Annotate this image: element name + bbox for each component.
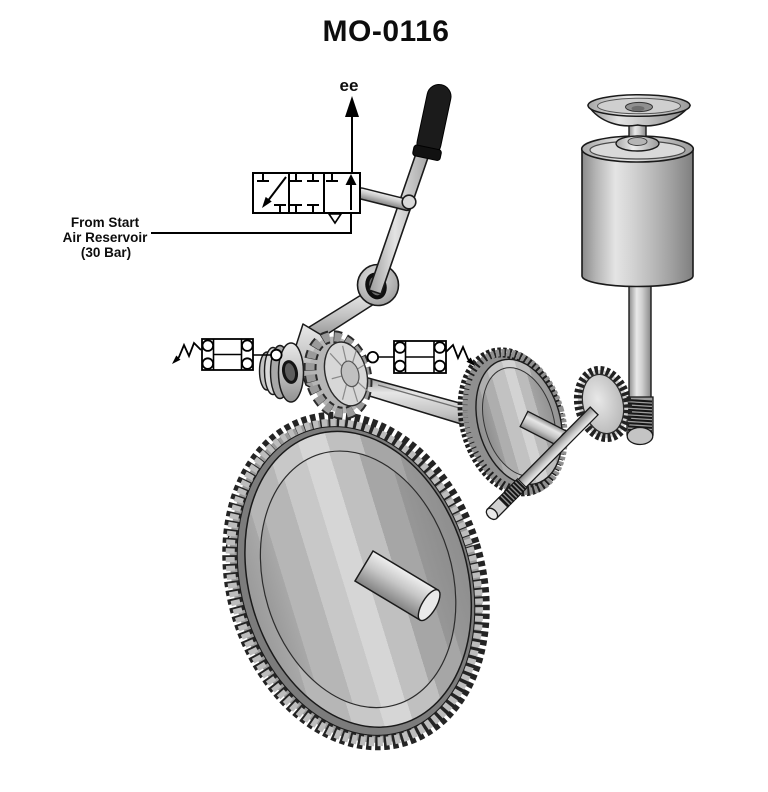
spring-icon: [445, 343, 472, 363]
spring-arrow-icon: [172, 355, 181, 364]
supply-line: [151, 214, 352, 234]
pinion-collar: [258, 342, 305, 403]
roller-pin-icon: [270, 348, 283, 362]
spring-arrow-icon: [466, 357, 475, 366]
spindle-tip: [626, 426, 654, 446]
flywheel-axle-front: [353, 549, 441, 622]
sliding-pinion-gear: [303, 330, 373, 420]
cylinder-body: [581, 148, 694, 288]
interlock-valve-left-symbol: [172, 338, 283, 371]
supply-label-line3: (30 Bar): [81, 245, 131, 260]
intermediate-gear: [457, 347, 572, 497]
page-title: MO-0116: [323, 15, 450, 48]
supply-label-line1: From Start: [71, 215, 140, 230]
fork-pivot-hole: [281, 360, 299, 384]
roller-pin-icon: [366, 351, 380, 364]
supply-label-line2: Air Reservoir: [63, 230, 149, 245]
link-pin: [401, 194, 417, 210]
directional-control-valve-symbol: ee: [252, 76, 361, 225]
interlock-valve-right-symbol: [366, 340, 475, 374]
vertical-cylinder: [580, 93, 695, 288]
exhaust-icon: [327, 213, 343, 225]
ratchet-gear-shaft: [485, 406, 599, 521]
output-arrow-icon: [345, 96, 359, 117]
air-supply: From Start Air Reservoir (30 Bar): [63, 214, 352, 260]
flywheel-gear: [222, 411, 490, 751]
valve-link-rod: [355, 187, 417, 212]
lever-grip: [412, 84, 452, 162]
flow-output-label: ee: [340, 76, 359, 95]
